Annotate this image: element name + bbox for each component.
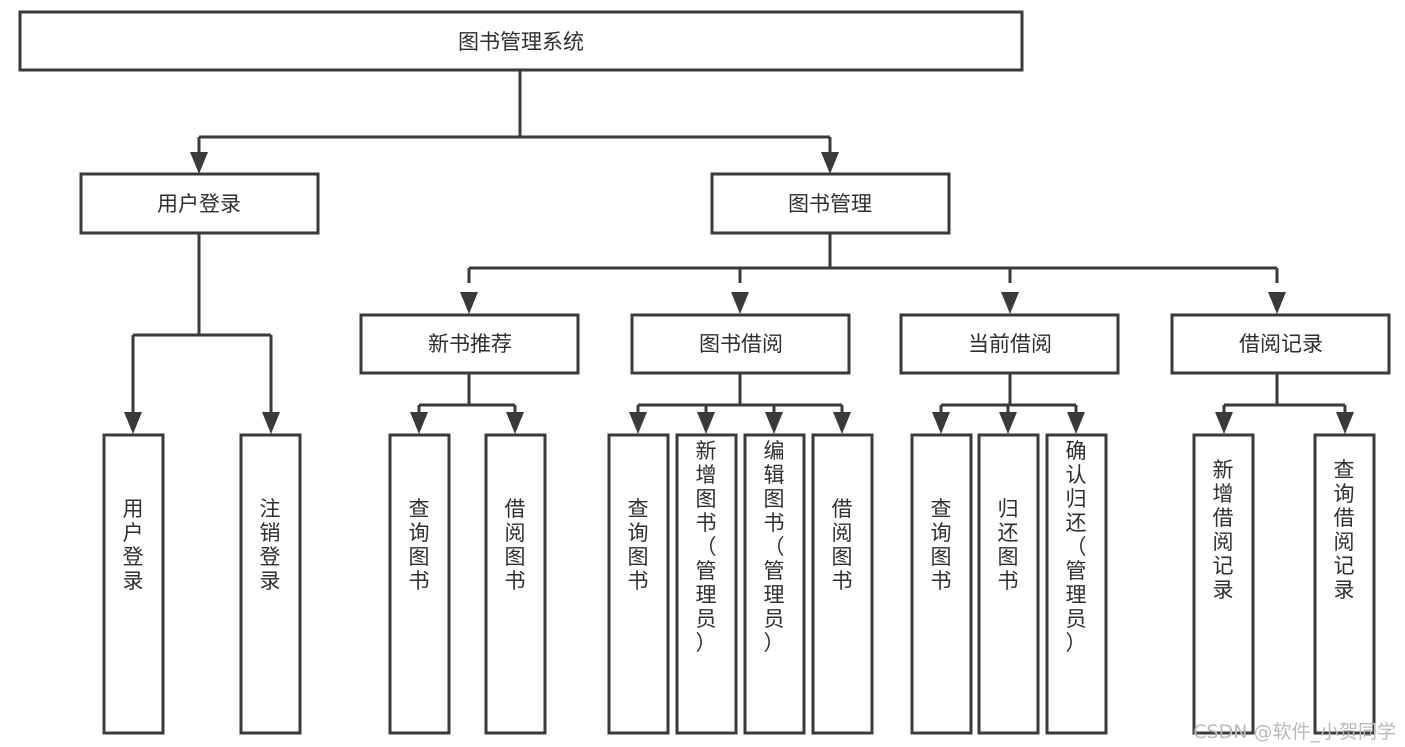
- node-leaf-query-book-1[interactable]: 查询图书: [388, 433, 451, 735]
- node-leaf-borrow-book-2-label: 借阅图书: [832, 497, 853, 593]
- node-leaf-borrow-book-1-label: 借阅图书: [505, 497, 526, 593]
- node-leaf-return-book[interactable]: 归还图书: [977, 433, 1040, 735]
- arrow-icon-book-manage: [821, 152, 839, 174]
- node-book-borrow-box[interactable]: [630, 313, 851, 375]
- connector-group-userlogin-to-leaves: [124, 233, 280, 434]
- node-leaf-add-book-label: 新增图书（管理员）: [696, 439, 717, 655]
- node-root-system[interactable]: 图书管理系统: [18, 10, 1024, 72]
- node-leaf-add-book[interactable]: 新增图书（管理员）: [675, 433, 738, 735]
- node-leaf-add-book-box[interactable]: [675, 433, 738, 735]
- node-new-book-recommend-box[interactable]: [359, 313, 580, 375]
- node-leaf-confirm-return[interactable]: 确认归还（管理员）: [1045, 433, 1108, 735]
- node-leaf-query-book-2-label: 查询图书: [628, 497, 649, 593]
- node-borrow-record-box[interactable]: [1170, 313, 1391, 375]
- node-borrow-record-label: 借阅记录: [1239, 332, 1323, 356]
- node-leaf-query-record[interactable]: 查询借阅记录: [1313, 433, 1376, 735]
- arrow-icon-leaf-logout: [262, 412, 280, 434]
- node-leaf-query-record-label: 查询借阅记录: [1334, 458, 1355, 602]
- node-user-login[interactable]: 用户登录: [79, 172, 320, 235]
- node-leaf-borrow-book-1[interactable]: 借阅图书: [484, 433, 547, 735]
- node-leaf-borrow-book-2-box[interactable]: [811, 433, 874, 735]
- node-leaf-logout-box[interactable]: [239, 433, 302, 735]
- node-leaf-query-book-2[interactable]: 查询图书: [607, 433, 670, 735]
- arrow-icon-leaf-confirm-return: [1067, 412, 1085, 434]
- node-leaf-logout[interactable]: 注销登录: [239, 433, 302, 735]
- node-book-manage-label: 图书管理: [788, 192, 872, 216]
- connector-group-currentborrow-to-leaves: [932, 373, 1085, 434]
- node-user-login-box[interactable]: [79, 172, 320, 235]
- node-leaf-add-record[interactable]: 新增借阅记录: [1192, 433, 1255, 735]
- arrow-icon-leaf-user-login: [124, 412, 142, 434]
- arrow-icon-leaf-borrow-book-1: [506, 412, 524, 434]
- arrow-icon-book-borrow: [731, 292, 749, 314]
- node-leaf-add-record-label: 新增借阅记录: [1213, 458, 1234, 602]
- node-root-system-box[interactable]: [18, 10, 1024, 72]
- node-book-borrow[interactable]: 图书借阅: [630, 313, 851, 375]
- node-root-system-label: 图书管理系统: [458, 30, 584, 54]
- node-leaf-edit-book-box[interactable]: [743, 433, 806, 735]
- arrow-icon-user-login: [190, 152, 208, 174]
- node-leaf-query-record-box[interactable]: [1313, 433, 1376, 735]
- node-book-manage[interactable]: 图书管理: [710, 172, 951, 235]
- node-user-login-label: 用户登录: [157, 192, 241, 216]
- connector-group-newbook-to-leaves: [410, 373, 524, 434]
- arrow-icon-leaf-query-book-1: [410, 412, 428, 434]
- node-leaf-query-book-1-label: 查询图书: [409, 497, 430, 593]
- node-current-borrow[interactable]: 当前借阅: [899, 313, 1120, 375]
- node-leaf-edit-book-label: 编辑图书（管理员）: [764, 439, 785, 655]
- arrow-icon-leaf-edit-book: [765, 412, 783, 434]
- connector-group-borrowrecord-to-leaves: [1215, 373, 1354, 434]
- arrow-icon-borrow-record: [1268, 292, 1286, 314]
- arrow-icon-leaf-borrow-book-2: [833, 412, 851, 434]
- node-leaf-query-book-1-box[interactable]: [388, 433, 451, 735]
- node-new-book-recommend[interactable]: 新书推荐: [359, 313, 580, 375]
- node-leaf-user-login[interactable]: 用户登录: [102, 433, 165, 735]
- arrow-icon-leaf-query-record: [1336, 412, 1354, 434]
- arrow-icon-leaf-query-book-2: [629, 412, 647, 434]
- connector-group-bookborrow-to-leaves: [629, 373, 851, 434]
- node-leaf-query-book-3[interactable]: 查询图书: [910, 433, 973, 735]
- arrow-icon-leaf-add-record: [1215, 412, 1233, 434]
- node-new-book-recommend-label: 新书推荐: [428, 332, 512, 356]
- node-book-borrow-label: 图书借阅: [699, 332, 783, 356]
- node-leaf-edit-book[interactable]: 编辑图书（管理员）: [743, 433, 806, 735]
- node-leaf-confirm-return-label: 确认归还（管理员）: [1066, 439, 1087, 655]
- node-leaf-user-login-box[interactable]: [102, 433, 165, 735]
- connector-group-bookmanage-to-level3: [460, 233, 1286, 314]
- watermark-label: CSDN @软件_小贺同学: [1193, 721, 1396, 743]
- node-leaf-borrow-book-1-box[interactable]: [484, 433, 547, 735]
- node-leaf-add-record-box[interactable]: [1192, 433, 1255, 735]
- arrow-icon-leaf-query-book-3: [932, 412, 950, 434]
- node-leaf-borrow-book-2[interactable]: 借阅图书: [811, 433, 874, 735]
- node-leaf-query-book-3-box[interactable]: [910, 433, 973, 735]
- node-leaf-return-book-label: 归还图书: [998, 497, 1019, 593]
- arrow-icon-leaf-return-book: [999, 412, 1017, 434]
- node-current-borrow-box[interactable]: [899, 313, 1120, 375]
- node-book-manage-box[interactable]: [710, 172, 951, 235]
- node-leaf-return-book-box[interactable]: [977, 433, 1040, 735]
- arrow-icon-leaf-add-book: [697, 412, 715, 434]
- node-leaf-query-book-2-box[interactable]: [607, 433, 670, 735]
- node-leaf-confirm-return-box[interactable]: [1045, 433, 1108, 735]
- node-leaf-logout-label: 注销登录: [260, 497, 281, 593]
- arrow-icon-current-borrow: [1001, 292, 1019, 314]
- connector-group-root-to-level2: [190, 70, 839, 174]
- node-leaf-user-login-label: 用户登录: [123, 497, 144, 593]
- node-borrow-record[interactable]: 借阅记录: [1170, 313, 1391, 375]
- arrow-icon-new-book: [460, 292, 478, 314]
- node-leaf-query-book-3-label: 查询图书: [931, 497, 952, 593]
- node-current-borrow-label: 当前借阅: [968, 332, 1052, 356]
